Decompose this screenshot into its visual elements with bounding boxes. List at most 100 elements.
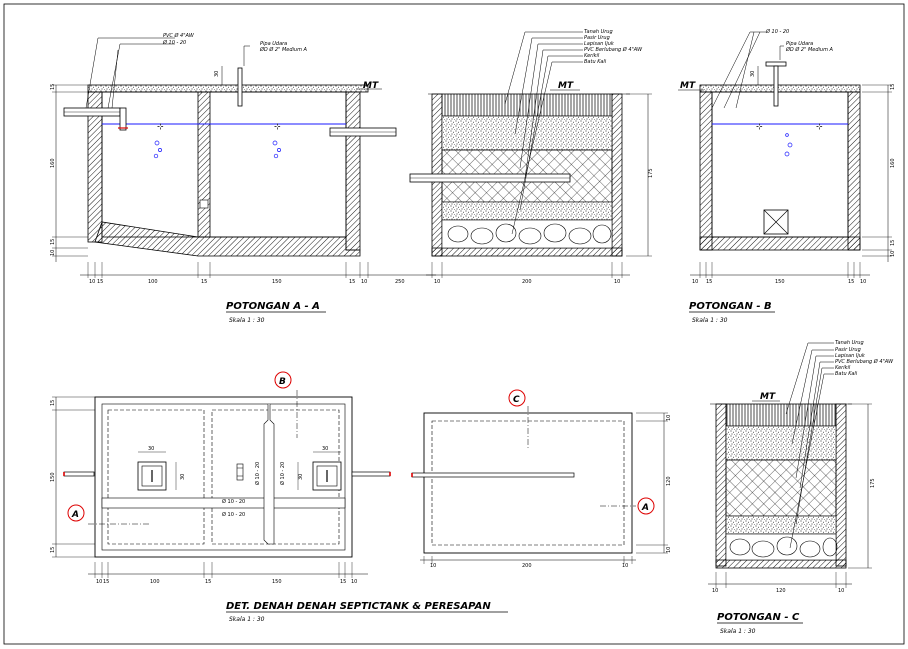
dim-bottom: 10 xyxy=(860,279,866,285)
layer-label: Lapisan Ijuk xyxy=(584,41,615,47)
label-rebar: Ø 10 - 20 xyxy=(162,39,186,46)
layer-label: Batu Kali xyxy=(835,371,858,377)
layer-label: Tanah Urug xyxy=(584,29,613,35)
section-b: ⊹ ⊹ Ø 10 - 20 Pipa Udara ØD Ø 2" Medium … xyxy=(678,28,896,324)
section-marker-a: A xyxy=(71,510,79,520)
section-c: MT Tanah Urug Pasir Urug Lapisan Ijuk PV… xyxy=(708,340,894,635)
dim-bottom: 15 xyxy=(340,579,346,585)
svg-text:⊹: ⊹ xyxy=(816,122,823,131)
section-aa: ⊹ ⊹ PVC Ø 4"AW Ø 10 - 20 Pipa Udara ØD Ø… xyxy=(50,32,436,324)
dim-bottom: 10 xyxy=(622,563,628,569)
title-plan: DET. DENAH DENAH SEPTICTANK & PERESAPAN xyxy=(226,601,491,612)
layer-label: Lapisan Ijuk xyxy=(835,353,866,359)
dim-bottom: 15 xyxy=(706,279,712,285)
label-rebar: Ø 10 - 20 xyxy=(254,462,261,485)
label-vent-pipe: Pipa Udara xyxy=(260,41,287,47)
section-marker-b: B xyxy=(279,377,286,387)
layer-label: PVC Berlubang Ø 4"AW xyxy=(584,46,643,53)
dim-bottom: 15 xyxy=(97,279,103,285)
plan-peresapan: C A 10 120 10 10 200 10 xyxy=(411,389,672,569)
dim-bottom: 250 xyxy=(395,279,405,285)
label-rebar: Ø 10 - 20 xyxy=(279,462,286,485)
dim-right: 10 xyxy=(666,415,672,421)
dim-manhole: 30 xyxy=(180,474,186,480)
label-vent-pipe-b: Pipa Udara xyxy=(786,41,813,47)
title-section-b: POTONGAN - B xyxy=(689,301,772,312)
dim-bottom: 15 xyxy=(848,279,854,285)
dim-bottom: 10 xyxy=(351,579,357,585)
dim-right: 175 xyxy=(648,168,654,178)
dim-right: 175 xyxy=(870,478,876,488)
dim-manhole: 30 xyxy=(322,446,328,452)
dim-left: 150 xyxy=(50,472,56,482)
label-rebar-b: Ø 10 - 20 xyxy=(765,28,789,35)
sheet-border xyxy=(3,3,905,645)
dim-bottom: 10 xyxy=(712,588,718,594)
label-pvc: PVC Ø 4"AW xyxy=(163,32,195,39)
dim-bottom: 100 xyxy=(148,279,158,285)
svg-text:⊹: ⊹ xyxy=(157,122,164,131)
scale-section-b: Skala 1 : 30 xyxy=(692,317,728,324)
dim-bottom: 10 xyxy=(434,279,440,285)
dim-left: 15 xyxy=(50,547,56,553)
svg-text:⊹: ⊹ xyxy=(756,122,763,131)
dim-bottom: 150 xyxy=(272,579,282,585)
section-marker-c: C xyxy=(513,395,520,405)
scale-section-c: Skala 1 : 30 xyxy=(720,628,756,635)
dim-bottom: 200 xyxy=(522,563,532,569)
section-peresapan: MT Tanah Urug Pasir Urug Lapisan Ijuk PV… xyxy=(409,29,654,285)
label-mt-peresapan: MT xyxy=(558,81,574,91)
dim-left: 10 xyxy=(50,250,56,256)
layer-label: Batu Kali xyxy=(584,59,607,65)
dim-left: 15 xyxy=(50,84,56,90)
dim-manhole: 30 xyxy=(148,446,154,452)
label-mt-b: MT xyxy=(680,81,696,91)
dim-left: 15 xyxy=(50,400,56,406)
label-rebar: Ø 10 - 20 xyxy=(222,498,245,505)
dim-bottom: 10 xyxy=(838,588,844,594)
dim-right: 10 xyxy=(890,251,896,257)
dim-bottom: 15 xyxy=(205,579,211,585)
dim-bottom: 100 xyxy=(150,579,160,585)
dim-bottom: 10 xyxy=(89,279,95,285)
title-section-c: POTONGAN - C xyxy=(717,612,800,623)
dim-right: 160 xyxy=(890,158,896,168)
layer-label: Tanah Urug xyxy=(835,340,864,346)
dim-bottom: 150 xyxy=(272,279,282,285)
dim-right: 15 xyxy=(890,240,896,246)
label-vent-spec: ØD Ø 2" Medium A xyxy=(259,46,308,53)
dim-manhole: 30 xyxy=(298,474,304,480)
layer-label: PVC Berlubang Ø 4"AW xyxy=(835,358,894,365)
section-marker-a: A xyxy=(641,503,649,513)
dim-bottom: 15 xyxy=(103,579,109,585)
label-rebar: Ø 10 - 20 xyxy=(222,511,245,518)
scale-section-aa: Skala 1 : 30 xyxy=(229,317,265,324)
layer-label: Pasir Urug xyxy=(584,35,610,41)
dim-bottom: 200 xyxy=(522,279,532,285)
scale-plan: Skala 1 : 30 xyxy=(229,616,265,623)
dim-left: 15 xyxy=(50,239,56,245)
dim-bottom: 15 xyxy=(349,279,355,285)
dim-bottom: 10 xyxy=(361,279,367,285)
dim-right: 15 xyxy=(890,84,896,90)
layer-label: Kerikil xyxy=(584,53,600,59)
layer-label: Kerikil xyxy=(835,365,851,371)
title-section-aa: POTONGAN A - A xyxy=(226,301,320,312)
dim-bottom: 10 xyxy=(96,579,102,585)
dim-right: 120 xyxy=(666,476,672,486)
plan-septictank: 30 30 30 30 Ø 10 - 20 Ø 10 - 20 Ø 10 - 2… xyxy=(50,371,508,623)
dim-bottom: 10 xyxy=(614,279,620,285)
dim-top: 30 xyxy=(750,71,756,77)
dim-bottom: 120 xyxy=(776,588,786,594)
label-mt-c: MT xyxy=(760,392,776,402)
dim-left: 160 xyxy=(50,158,56,168)
dim-top: 30 xyxy=(214,71,220,77)
label-vent-spec-b: ØD Ø 2" Medium A xyxy=(785,46,834,53)
svg-text:⊹: ⊹ xyxy=(274,122,281,131)
dim-bottom: 150 xyxy=(775,279,785,285)
dim-right: 10 xyxy=(666,547,672,553)
layer-label: Pasir Urug xyxy=(835,347,861,353)
label-mt: MT xyxy=(363,81,379,91)
dim-bottom: 10 xyxy=(692,279,698,285)
